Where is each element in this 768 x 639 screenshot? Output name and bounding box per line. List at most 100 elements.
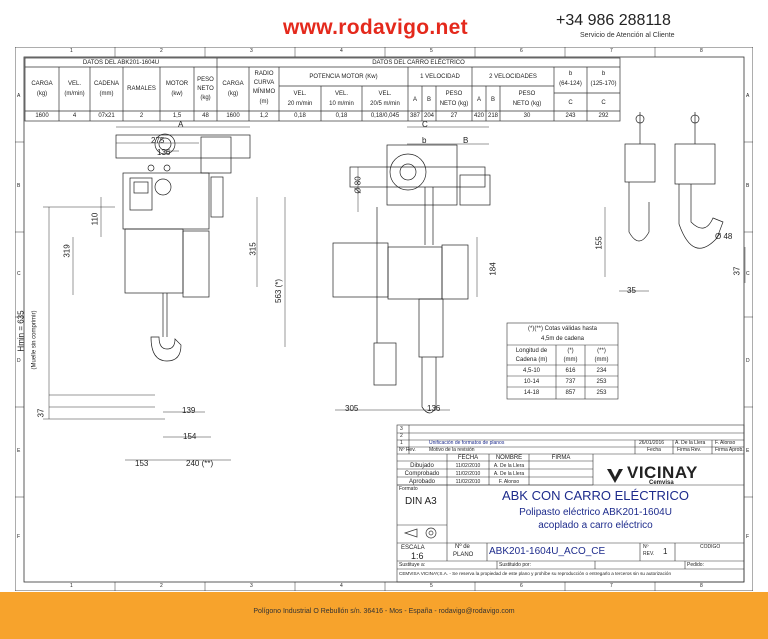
- dim-label: 35: [627, 286, 636, 295]
- dim-label: 275: [151, 136, 165, 145]
- spec-cell: 4: [72, 113, 77, 119]
- spec-cell: 420: [473, 113, 484, 119]
- col-nombre: NOMBRE: [495, 455, 523, 461]
- frame-col-2: 2: [160, 48, 163, 54]
- escala-label: ESCALA: [401, 545, 425, 551]
- dim-label: C: [422, 120, 428, 129]
- comprobado-nombre: A. De la Llera: [493, 471, 525, 477]
- dim-label: Hmin = 635: [16, 310, 26, 352]
- spec-cell: 0,18/0,045: [370, 113, 400, 119]
- dim-label: 136: [157, 148, 171, 157]
- drawing-title: ABK CON CARRO ELÉCTRICO: [501, 488, 690, 503]
- chain-h-length: Longitud de: [515, 348, 548, 354]
- col-firma: FIRMA: [551, 455, 571, 461]
- dim-label: (Muelle sin comprimir): [31, 310, 38, 370]
- website-link[interactable]: www.rodavigo.net: [283, 16, 468, 39]
- drawing-subtitle-2: acoplado a carro eléctrico: [538, 520, 653, 531]
- dibujado-fecha: 11/02/2010: [455, 463, 481, 469]
- comprobado-fecha: 11/02/2010: [455, 471, 481, 477]
- dim-label: B: [463, 136, 469, 145]
- formato-label: Formato: [399, 486, 418, 492]
- dim-label: 184: [488, 262, 498, 276]
- formato-value: DIN A3: [405, 496, 437, 507]
- frame-col-4-bottom: 4: [340, 583, 343, 589]
- spec-h-radio: RADIO: [254, 71, 274, 77]
- chain-note-1: (*)(**) Cotas válidas hasta: [527, 326, 598, 332]
- spec-cell: 0,18: [335, 113, 348, 119]
- spec-cell: 27: [450, 113, 458, 119]
- spec-h-vel2b: 10 m/min: [329, 101, 354, 107]
- spec-h-carga: CARGA: [31, 81, 53, 87]
- spec-h-c2: C: [601, 100, 606, 106]
- spec-cell: 1600: [35, 113, 49, 119]
- plano-label-2: PLANO: [453, 552, 474, 558]
- frame-col-5: 5: [430, 48, 433, 54]
- spec-h-peso: PESO: [197, 77, 214, 83]
- spec-cell: 0,18: [294, 113, 306, 119]
- spec-h-c1: C: [568, 100, 573, 106]
- dim-label: 155: [594, 236, 604, 250]
- spec-h-cadena-unit: (mm): [99, 91, 114, 97]
- chain-cell: 253: [596, 390, 607, 396]
- spec-h-dos-vel: 2 VELOCIDADES: [489, 74, 537, 80]
- spec-cell: 30: [523, 113, 531, 119]
- dim-label: 305: [345, 404, 359, 413]
- rev-approved: F. Alonso: [715, 440, 736, 446]
- frame-row-d: D: [17, 358, 21, 364]
- aprobado-fecha: 11/02/2010: [455, 479, 481, 485]
- chain-cell: 737: [565, 379, 576, 385]
- frame-col-8-bottom: 8: [700, 583, 703, 589]
- spec-h-vel2: VEL.: [334, 91, 348, 97]
- rev-text: Unificación de formatos de planos: [429, 440, 505, 446]
- spec-h-1v-peso: PESO: [445, 91, 463, 97]
- rev-h-no: Nº Rev.: [399, 447, 416, 453]
- frame-col-7: 7: [610, 48, 613, 54]
- spec-cell: 1600: [226, 113, 240, 119]
- frame-col-3: 3: [250, 48, 253, 54]
- frame-row-b-right: B: [746, 183, 750, 189]
- spec-group-left: DATOS DEL ABK201-1604U: [82, 60, 160, 66]
- dim-label: 37: [36, 408, 46, 418]
- rev-label-1: Nº: [643, 544, 649, 550]
- frame-row-c: C: [17, 271, 21, 277]
- page-footer: [0, 592, 768, 639]
- dibujado-nombre: A. De la Llera: [493, 463, 525, 469]
- chain-cell: 14-18: [523, 390, 540, 396]
- frame-row-f-right: F: [746, 534, 750, 540]
- spec-h-2v-a: A: [476, 97, 481, 103]
- dim-label: 136: [427, 404, 441, 413]
- rev-row: 3: [400, 426, 403, 432]
- spec-h-vel1b: 20 m/min: [287, 101, 313, 107]
- spec-h-carga2: CARGA: [222, 81, 244, 87]
- chain-cell: 10-14: [523, 379, 540, 385]
- sustituye-label: Sustituye a:: [399, 562, 426, 568]
- dim-label: 319: [62, 244, 72, 258]
- spec-h-vel: VEL.: [67, 81, 81, 87]
- frame-row-a-right: A: [746, 93, 750, 99]
- spec-h-carga2-unit: (kg): [227, 91, 239, 97]
- row-aprobado: Aprobado: [408, 479, 436, 485]
- frame-col-1: 1: [70, 48, 73, 54]
- frame-row-c-right: C: [746, 271, 750, 277]
- spec-cell: 218: [487, 113, 498, 119]
- chain-h-2star: (**): [597, 348, 606, 354]
- dim-label: 110: [90, 212, 100, 226]
- spec-h-minimo: MÍNIMO: [252, 89, 276, 95]
- spec-h-1v-a: A: [412, 97, 417, 103]
- dim-label: 153: [135, 459, 149, 468]
- drawing-lines: [15, 47, 753, 591]
- dim-label: A: [178, 120, 184, 129]
- frame-col-4: 4: [340, 48, 343, 54]
- spec-h-motor: MOTOR: [165, 81, 189, 87]
- chain-cell: 616: [565, 368, 576, 374]
- rev-label-2: REV.: [643, 551, 655, 557]
- spec-h-vel3b: 20/5 m/min: [370, 101, 400, 107]
- rev-number: 1: [663, 547, 668, 556]
- frame-col-1-bottom: 1: [70, 583, 73, 589]
- spec-h-2v-b: B: [490, 97, 495, 103]
- spec-h-curva: CURVA: [253, 80, 275, 86]
- dim-label: 37: [732, 266, 742, 276]
- frame-col-5-bottom: 5: [430, 583, 433, 589]
- cemvisa-logo: Cemvisa: [649, 480, 674, 486]
- spec-cell: 1,2: [259, 113, 269, 119]
